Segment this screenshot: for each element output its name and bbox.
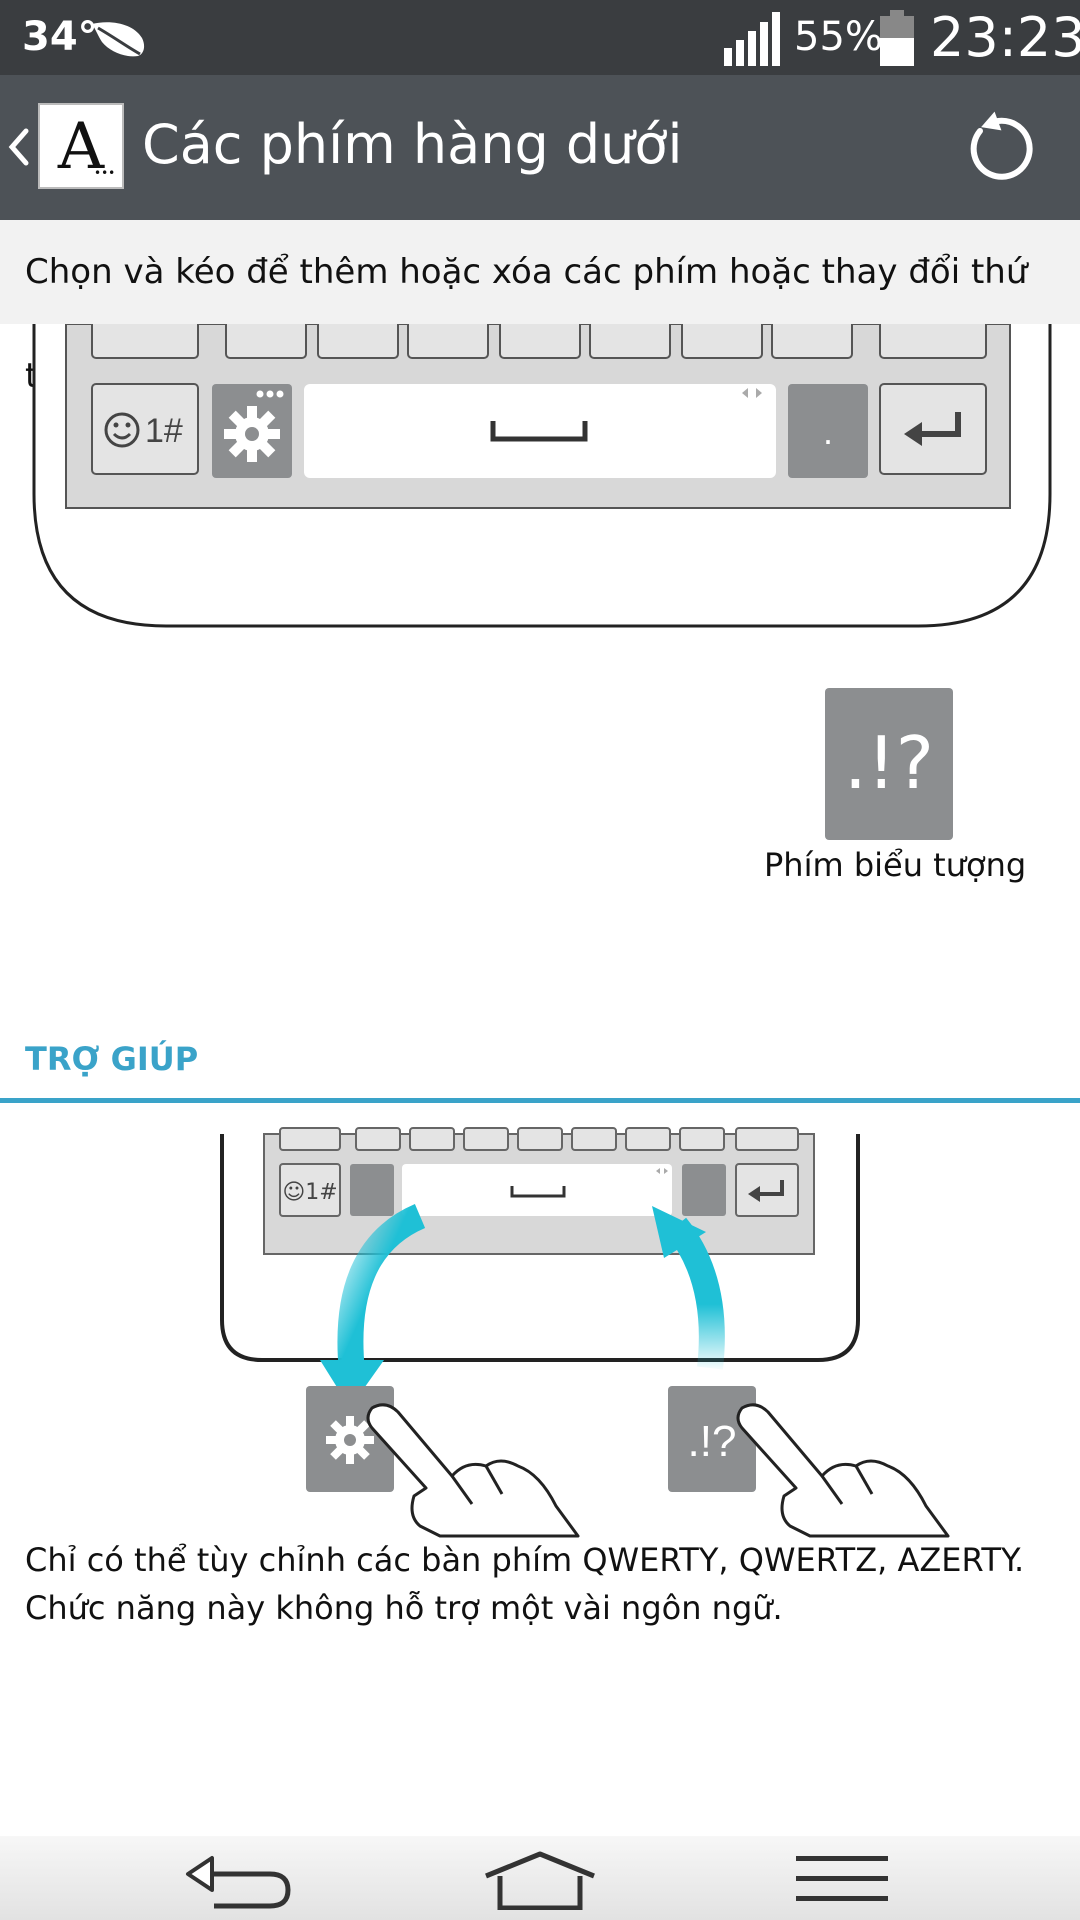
- back-icon[interactable]: [184, 1850, 294, 1910]
- period-key[interactable]: .: [788, 384, 868, 478]
- top-row-keys: [91, 324, 987, 359]
- leaf-icon: [92, 22, 145, 57]
- mini-period-key: [682, 1164, 726, 1216]
- signal-strength-icon: [724, 12, 780, 66]
- home-icon[interactable]: [482, 1850, 598, 1910]
- gear-icon: [224, 406, 280, 462]
- clock: 23:23: [930, 6, 1080, 69]
- gear-icon: [326, 1416, 374, 1464]
- hand-icon: [366, 1403, 580, 1538]
- help-illustration: ☺1#: [220, 1127, 950, 1538]
- navigation-bar: [0, 1836, 1080, 1920]
- mini-emoji-label: ☺1#: [282, 1180, 337, 1205]
- symbol-key-option[interactable]: .!?: [825, 688, 953, 840]
- space-key[interactable]: [304, 384, 776, 478]
- status-bar: 34° 55% 23:23: [0, 0, 1080, 75]
- app-icon-dots: •••: [94, 166, 116, 180]
- mini-symbol-glyph: .!?: [688, 1417, 737, 1466]
- instruction-text: Chọn và kéo để thêm hoặc xóa các phím ho…: [0, 220, 1080, 396]
- keyboard-preview: 1# .: [32, 324, 1052, 628]
- symbol-key-label: Phím biểu tượng: [764, 846, 1027, 884]
- back-chevron-icon[interactable]: [8, 127, 30, 167]
- mini-enter-key: [735, 1163, 799, 1217]
- help-divider: [0, 1098, 1080, 1103]
- battery-percent: 55%: [794, 14, 883, 60]
- hand-icon: [736, 1403, 950, 1538]
- help-heading: TRỢ GIÚP: [25, 1040, 199, 1078]
- help-text: Chỉ có thể tùy chỉnh các bàn phím QWERTY…: [25, 1541, 1025, 1627]
- keyboard-app-icon[interactable]: A •••: [38, 103, 124, 189]
- app-icon-letter: A: [57, 110, 105, 184]
- battery-icon: [880, 10, 914, 66]
- drag-out-arrow: [320, 1204, 426, 1408]
- drag-in-arrow: [652, 1206, 725, 1370]
- enter-key[interactable]: [879, 383, 987, 475]
- temperature-readout: 34°: [22, 14, 98, 60]
- svg-text:.: .: [823, 411, 833, 452]
- app-bar: A ••• Các phím hàng dưới: [0, 75, 1080, 220]
- mini-emoji-key: ☺1#: [279, 1163, 341, 1217]
- mini-gray-key: [350, 1164, 394, 1216]
- page-title: Các phím hàng dưới: [142, 113, 683, 176]
- menu-icon[interactable]: [794, 1850, 890, 1910]
- settings-key[interactable]: [212, 384, 292, 478]
- help-symbol-key: .!?: [668, 1386, 756, 1492]
- svg-text:1#: 1#: [145, 412, 183, 450]
- mini-space-key: [402, 1164, 672, 1216]
- emoji-key[interactable]: 1#: [91, 383, 199, 475]
- reset-icon[interactable]: [958, 109, 1038, 189]
